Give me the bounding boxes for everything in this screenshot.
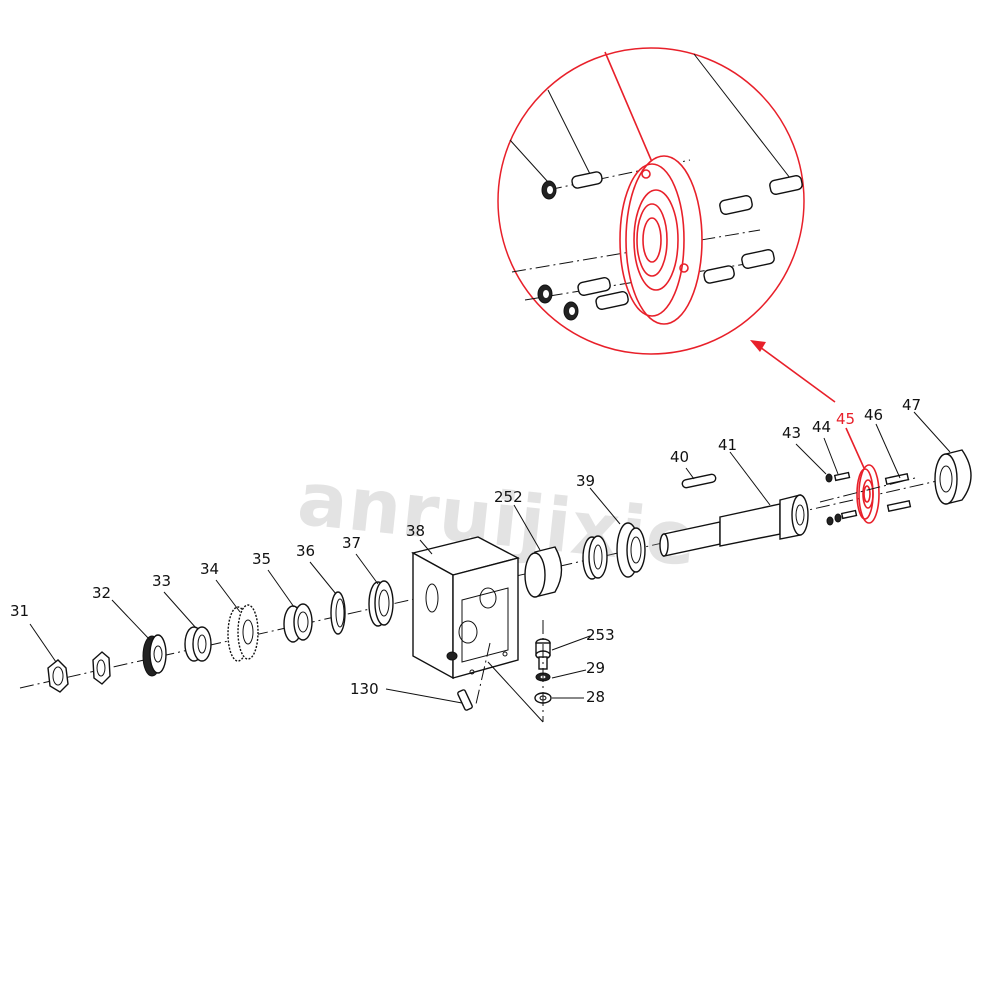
part-47-end-cap[interactable]: [934, 449, 972, 505]
label-29: 29: [586, 659, 605, 677]
part-35-bushing[interactable]: [283, 603, 313, 643]
label-46: 46: [864, 406, 883, 424]
part-32-nut[interactable]: [92, 651, 111, 685]
label-34: 34: [200, 560, 219, 578]
label-43: 43: [782, 424, 801, 442]
zoom-callout: [497, 47, 805, 355]
part-38-housing[interactable]: [411, 536, 520, 680]
part-34-gear[interactable]: [227, 604, 259, 662]
part-43-washer[interactable]: [825, 473, 842, 526]
label-253: 253: [586, 626, 615, 644]
label-38: 38: [406, 522, 425, 540]
part-31-nut[interactable]: [47, 659, 69, 693]
callout-arrow-line: [759, 346, 836, 403]
label-32: 32: [92, 584, 111, 602]
label-47: 47: [902, 396, 921, 414]
part-45-flange[interactable]: [856, 464, 880, 524]
label-130: 130: [350, 680, 379, 698]
callout-arrow-head: [750, 340, 766, 352]
leader-lines: [29, 411, 951, 704]
part-252-sleeve[interactable]: [524, 546, 563, 598]
label-252: 252: [494, 488, 523, 506]
label-33: 33: [152, 572, 171, 590]
part-46-screws[interactable]: [884, 472, 912, 513]
part-40-key[interactable]: [681, 473, 717, 489]
part-130-pin[interactable]: [457, 689, 473, 711]
label-41: 41: [718, 436, 737, 454]
housing-drop-line: [487, 661, 544, 723]
part-41-shaft[interactable]: [659, 494, 809, 557]
label-39: 39: [576, 472, 595, 490]
part-44-pin[interactable]: [833, 471, 858, 520]
part-33-gear[interactable]: [142, 634, 167, 677]
label-31: 31: [10, 602, 29, 620]
part-36-washer[interactable]: [330, 591, 346, 635]
label-45: 45: [836, 410, 855, 428]
flange-bolt-axis: [819, 477, 916, 503]
part-39-bearing-inner[interactable]: [582, 535, 608, 580]
part-labels: 31 32 33 34 35 36 37 38 252 39 40 41 43 …: [10, 396, 921, 706]
part-39-flange-bearing[interactable]: [616, 522, 646, 578]
pin-axis: [475, 642, 491, 705]
label-37: 37: [342, 534, 361, 552]
label-28: 28: [586, 688, 605, 706]
part-33-bushing[interactable]: [184, 626, 212, 662]
label-36: 36: [296, 542, 315, 560]
part-37-bearing[interactable]: [368, 580, 394, 627]
label-40: 40: [670, 448, 689, 466]
label-35: 35: [252, 550, 271, 568]
label-44: 44: [812, 418, 831, 436]
